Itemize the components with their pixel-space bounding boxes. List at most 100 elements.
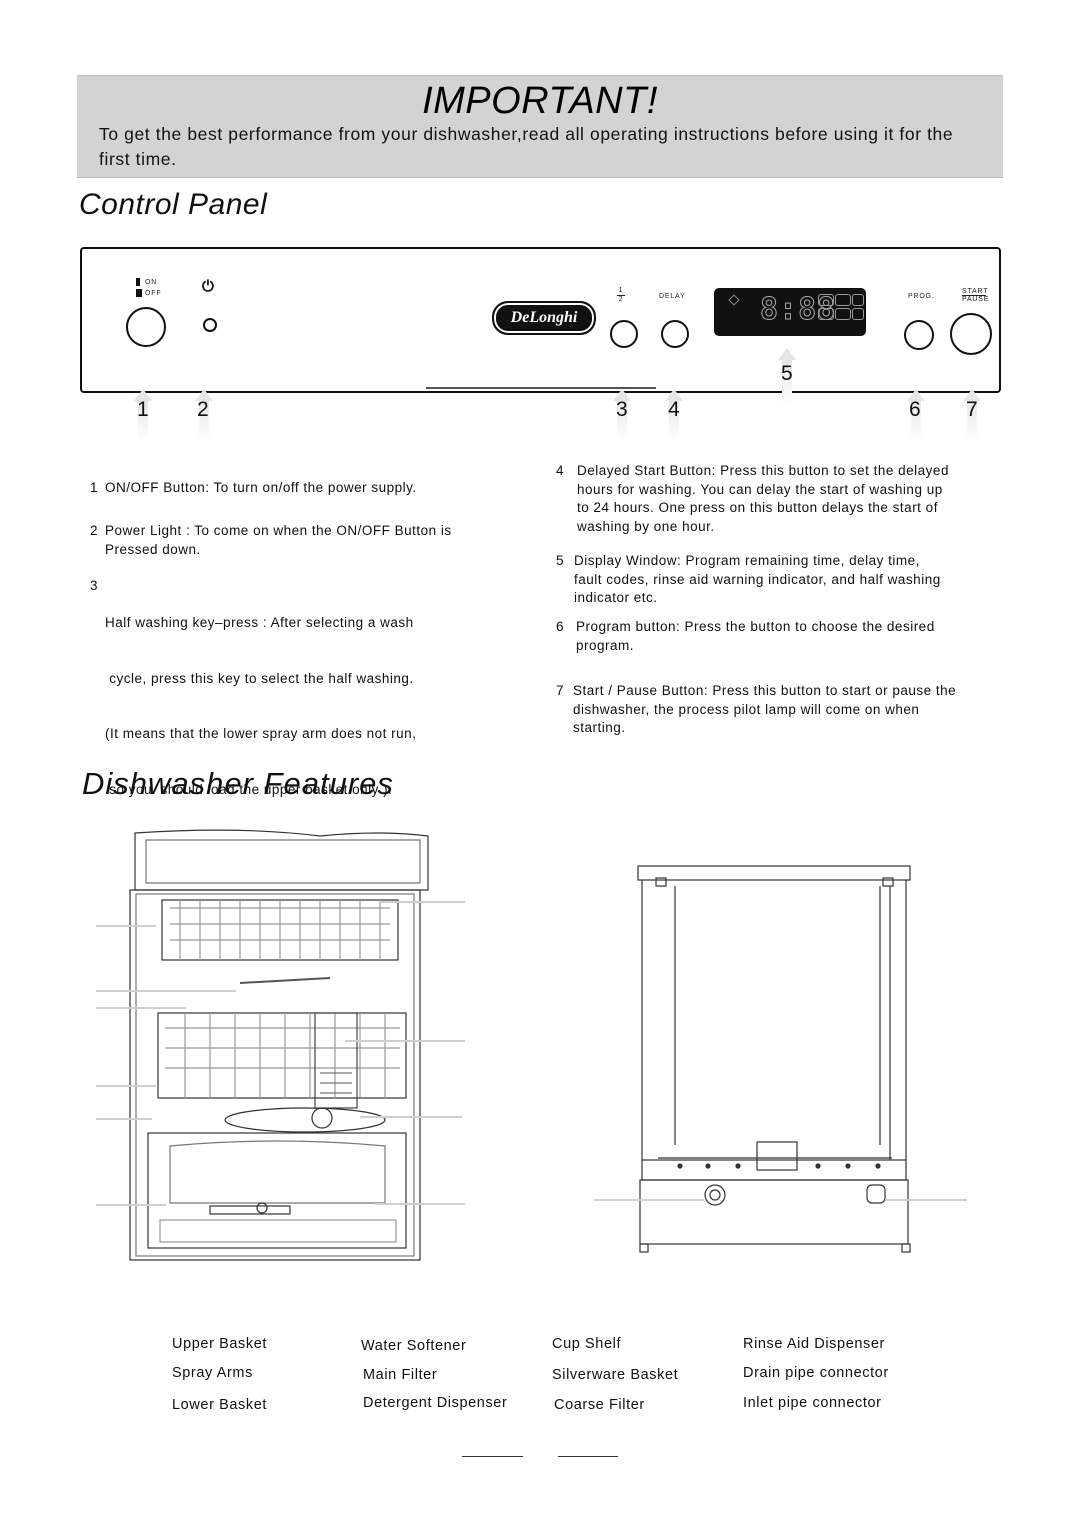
half-wash-fraction: 1 2 [617,287,625,303]
callout-5: 5 [781,362,793,385]
callout-arrow-1 [134,389,152,441]
leader-line [96,990,236,992]
description-number: 6 [556,619,565,634]
description-line: Display Window: Program remaining time, … [574,553,920,568]
program-icon [835,294,851,306]
half-wash-button[interactable] [610,320,638,348]
control-panel-diagram: ON OFF ⏻ DeLonghi 1 2 DELAY 8:88 PROG. S… [80,247,1001,393]
description-line: Program button: Press the button to choo… [576,619,935,634]
panel-bottom-strip [426,387,656,389]
callout-arrow-2 [195,389,213,441]
leader-line [594,1199,704,1201]
banner-title: IMPORTANT! [422,80,658,122]
description-number: 5 [556,553,565,568]
callout-arrow-7 [963,389,981,441]
leader-line [375,1203,465,1205]
description-line: washing by one hour. [577,518,715,534]
on-marker-icon [136,278,140,286]
delay-label: DELAY [659,293,686,300]
program-icon [818,294,834,306]
on-off-button[interactable] [126,307,166,347]
brand-logo-text: DeLonghi [510,309,578,326]
start-pause-labels: START PAUSE [962,288,990,303]
delay-button[interactable] [661,320,689,348]
leader-line [345,1040,465,1042]
pause-label: PAUSE [962,296,990,303]
power-symbol-icon: ⏻ [202,278,214,295]
leader-line [96,1007,186,1009]
leader-line [885,1199,967,1201]
description-4: 4 Delayed Start Button: Press this butto… [556,462,996,538]
on-label: ON [145,279,158,286]
description-number: 7 [556,683,565,698]
important-banner: IMPORTANT! To get the best performance f… [77,75,1003,178]
description-line: program. [576,637,635,653]
legend-detergent-dispenser: Detergent Dispenser [363,1395,508,1411]
description-1: 1 ON/OFF Button: To turn on/off the powe… [90,479,510,499]
prog-label: PROG. [908,293,935,300]
display-digits: 8:88 [759,292,837,328]
description-line: Power Light : To come on when the ON/OFF… [105,523,452,538]
leader-line [96,1118,152,1120]
program-icon [818,308,834,320]
leader-line [96,925,156,927]
start-label: START [962,288,989,296]
display-window: 8:88 [714,288,866,336]
legend-drain-pipe-connector: Drain pipe connector [743,1365,889,1381]
description-number: 1 [90,480,99,495]
description-line: so you should load the upper basket only… [105,781,393,797]
description-number: 4 [556,463,565,478]
description-line: hours for washing. You can delay the sta… [577,481,943,497]
description-line: starting. [573,720,626,735]
description-5: 5 Display Window: Program remaining time… [556,552,996,610]
description-2: 2 Power Light : To come on when the ON/O… [90,522,510,562]
control-panel-title: Control Panel [79,188,268,221]
callout-arrow-3 [613,389,631,441]
footer-line [462,1456,523,1457]
footer-line [558,1456,618,1457]
description-number: 2 [90,523,99,538]
description-line: ON/OFF Button: To turn on/off the power … [105,480,417,495]
description-line: Delayed Start Button: Press this button … [577,463,949,478]
description-line: dishwasher, the process pilot lamp will … [573,701,920,717]
description-line: Pressed down. [105,541,201,557]
callout-3: 3 [616,398,628,421]
leader-line [96,1085,156,1087]
description-number: 3 [90,578,99,593]
program-button[interactable] [904,320,934,350]
description-line: to 24 hours. One press on this button de… [577,500,938,515]
callout-6: 6 [909,398,921,421]
dishwasher-rear-illustration [630,860,920,1255]
callout-1: 1 [137,398,149,421]
description-3: 3 Half washing key–press : After selecti… [90,577,510,797]
legend-silverware-basket: Silverware Basket [552,1367,679,1383]
description-7: 7 Start / Pause Button: Press this butto… [556,682,996,740]
description-line: indicator etc. [574,590,658,605]
callout-7: 7 [966,398,978,421]
legend-lower-basket: Lower Basket [172,1397,268,1413]
dishwasher-front-svg [129,829,429,1261]
callout-arrow-4 [665,389,683,441]
description-line: Half washing key–press : After selecting… [105,615,414,630]
callout-2: 2 [197,398,209,421]
half-top: 1 [618,287,624,294]
callout-arrow-5 [778,348,796,406]
brand-logo: DeLonghi [492,301,596,335]
legend-coarse-filter: Coarse Filter [554,1397,645,1413]
leader-line [380,901,465,903]
banner-text: To get the best performance from your di… [99,124,954,169]
legend-main-filter: Main Filter [363,1367,438,1383]
off-label: OFF [145,290,162,297]
legend-rinse-aid-dispenser: Rinse Aid Dispenser [743,1336,885,1352]
legend-spray-arms: Spray Arms [172,1365,253,1381]
program-icon [852,294,864,306]
half-bottom: 2 [617,295,625,303]
rinse-aid-indicator-icon [728,294,740,306]
description-line: fault codes, rinse aid warning indicator… [574,571,941,587]
program-icon [852,308,864,320]
leader-line [96,1204,166,1206]
description-line: cycle, press this key to select the half… [105,670,414,686]
legend-inlet-pipe-connector: Inlet pipe connector [743,1395,882,1411]
start-pause-button[interactable] [950,313,992,355]
description-line: (It means that the lower spray arm does … [105,726,417,741]
